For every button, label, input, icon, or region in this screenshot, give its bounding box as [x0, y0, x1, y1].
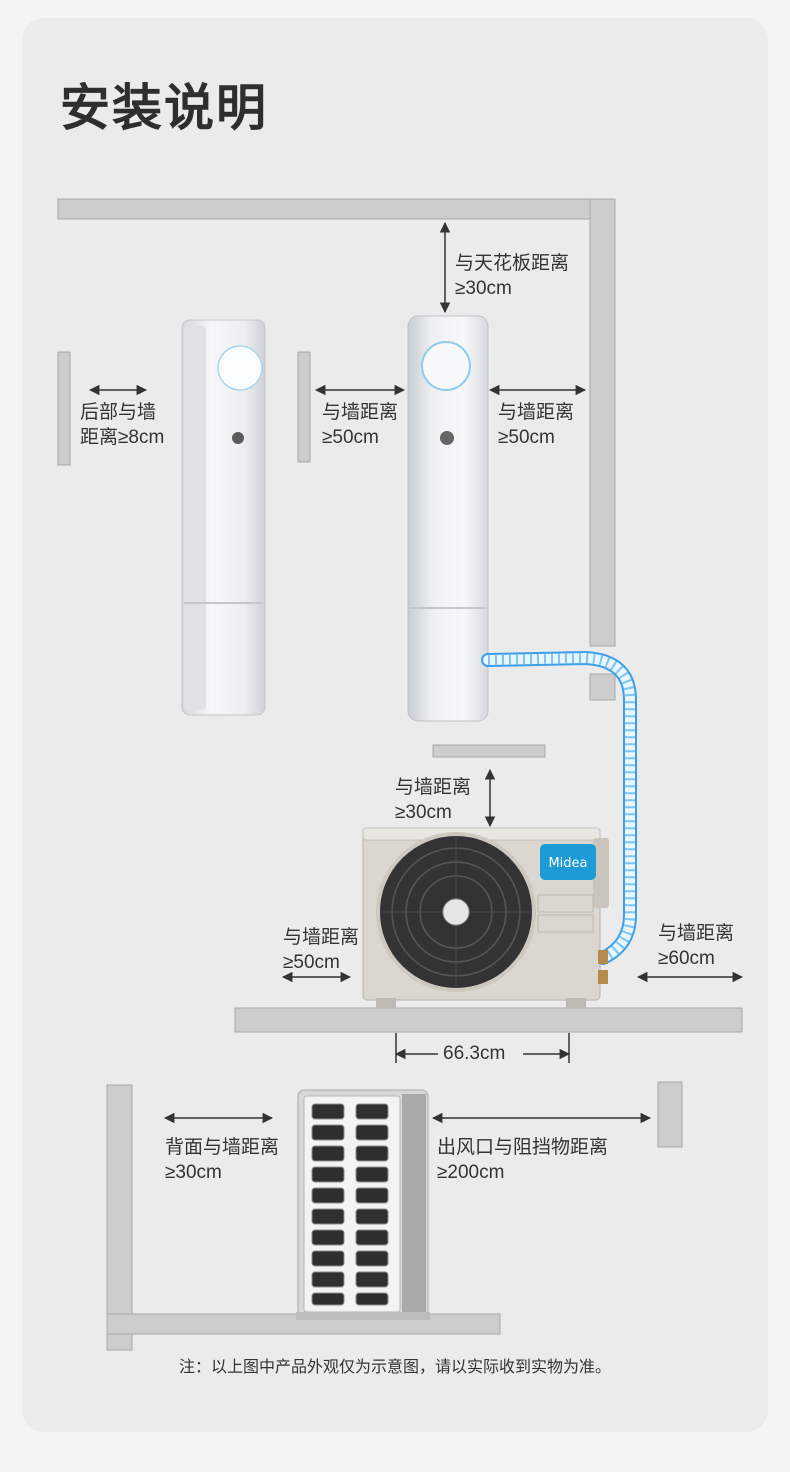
grille-slot: [311, 1208, 345, 1225]
outdoor-unit-side-panel: [593, 838, 609, 908]
outdoor-top-clearance-line1: 与墙距离: [395, 777, 472, 798]
grille-slot: [311, 1229, 345, 1246]
indoor-unit-front-knob: [440, 431, 454, 445]
brand-logo-badge: [540, 844, 596, 880]
service-valve-2: [598, 970, 608, 984]
outdoor-right-clearance-line2: ≥60cm: [658, 948, 715, 969]
indoor-unit-front-body: [407, 315, 489, 722]
top-view-side: [402, 1094, 426, 1314]
rear-wall-small: [57, 351, 71, 466]
ceiling-clearance-line1: 与天花板距离: [455, 253, 570, 274]
ground-slab: [234, 1007, 743, 1033]
grille-slot: [355, 1271, 389, 1288]
grille-slot: [355, 1103, 389, 1120]
indoor-unit-side-display: [217, 345, 263, 391]
indoor-unit-side-edge: [184, 326, 206, 710]
brand-logo-text: Midea: [548, 856, 587, 871]
right-wall-lower: [589, 673, 616, 701]
top-view-left-wall: [106, 1084, 133, 1351]
indoor-unit-front-view: [407, 315, 489, 722]
outlet-clearance-line2: ≥200cm: [437, 1162, 505, 1183]
grille-slot: [355, 1250, 389, 1267]
indoor-unit-side-knob: [232, 432, 244, 444]
back-clearance-line2: ≥30cm: [165, 1162, 222, 1183]
rear-clearance-line1: 后部与墙: [80, 402, 157, 423]
ceiling-wall: [57, 198, 616, 220]
page-title: 安装说明: [60, 79, 268, 137]
outlet-clearance-label: 出风口与阻挡物距离 ≥200cm: [437, 1135, 608, 1185]
outdoor-foot-right: [566, 998, 586, 1008]
indoor-left-clearance-label: 与墙距离 ≥50cm: [322, 400, 398, 450]
ceiling-clearance-line2: ≥30cm: [455, 278, 512, 299]
outdoor-panel-line-1: [537, 894, 594, 913]
outdoor-right-clearance-label: 与墙距离 ≥60cm: [658, 921, 734, 971]
top-view-obstacle-wall: [657, 1081, 683, 1148]
grille-slot: [355, 1166, 389, 1183]
outdoor-top-clearance-line2: ≥30cm: [395, 802, 452, 823]
right-wall-upper: [589, 198, 616, 647]
grille-slot: [311, 1292, 345, 1306]
grille-slot: [355, 1229, 389, 1246]
outdoor-foot-left: [376, 998, 396, 1008]
service-valve-1: [598, 950, 608, 964]
outdoor-panel-line-2: [537, 914, 594, 933]
grille-slot: [355, 1145, 389, 1162]
disclaimer-note: 注：以上图中产品外观仅为示意图，请以实际收到实物为准。: [178, 1359, 611, 1376]
outdoor-right-clearance-line1: 与墙距离: [658, 923, 735, 944]
outdoor-width-label: 66.3cm: [443, 1043, 506, 1064]
ceiling-clearance-label: 与天花板距离 ≥30cm: [455, 251, 569, 301]
rear-clearance-line2: 距离≥8cm: [80, 427, 165, 448]
grille-slot: [311, 1103, 345, 1120]
back-clearance-label: 背面与墙距离 ≥30cm: [165, 1135, 279, 1185]
top-view-base: [296, 1312, 430, 1320]
outdoor-top-wall: [432, 744, 546, 758]
indoor-unit-front-display: [421, 341, 471, 391]
grille-slot: [311, 1145, 345, 1162]
grille-slot: [355, 1187, 389, 1204]
grille-slot: [355, 1208, 389, 1225]
outdoor-left-clearance-line1: 与墙距离: [283, 927, 360, 948]
grille-slot: [311, 1124, 345, 1141]
pipe-corrugation: [487, 652, 635, 963]
back-clearance-line1: 背面与墙距离: [165, 1137, 280, 1158]
outdoor-left-clearance-line2: ≥50cm: [283, 952, 340, 973]
side-wall-small: [297, 351, 311, 463]
fan-hub: [442, 898, 470, 926]
grille-slot: [311, 1250, 345, 1267]
grille-slot: [355, 1124, 389, 1141]
outdoor-unit-top-view: [296, 1089, 430, 1320]
outdoor-unit: Midea: [362, 827, 609, 1008]
indoor-left-clearance-line2: ≥50cm: [322, 427, 379, 448]
outdoor-top-clearance-label: 与墙距离 ≥30cm: [395, 775, 471, 825]
indoor-unit-side-view: [181, 319, 266, 716]
rear-clearance-label: 后部与墙 距离≥8cm: [80, 400, 164, 450]
refrigerant-pipe: [481, 650, 637, 965]
grille-slot: [355, 1292, 389, 1306]
indoor-right-clearance-line2: ≥50cm: [498, 427, 555, 448]
indoor-right-clearance-line1: 与墙距离: [498, 402, 575, 423]
grille-slot: [311, 1187, 345, 1204]
outlet-clearance-line1: 出风口与阻挡物距离: [437, 1137, 609, 1158]
grille-slot: [311, 1166, 345, 1183]
indoor-right-clearance-label: 与墙距离 ≥50cm: [498, 400, 574, 450]
grille-slot: [311, 1271, 345, 1288]
outdoor-left-clearance-label: 与墙距离 ≥50cm: [283, 925, 359, 975]
indoor-left-clearance-line1: 与墙距离: [322, 402, 399, 423]
